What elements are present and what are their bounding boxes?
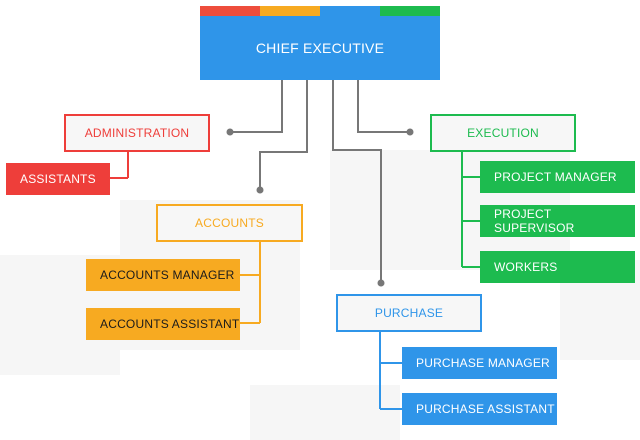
accounts-assistant-node[interactable]: ACCOUNTS ASSISTANT	[86, 308, 240, 340]
connector-executive-execution	[357, 80, 410, 133]
connector-dot-execution	[406, 128, 414, 136]
purchase-label: PURCHASE	[374, 306, 444, 320]
execution-node[interactable]: EXECUTION	[430, 114, 576, 152]
stripe-red	[200, 6, 260, 16]
project-manager-node[interactable]: PROJECT MANAGER	[480, 161, 635, 193]
purchase-manager-node[interactable]: PURCHASE MANAGER	[402, 347, 557, 379]
accounts-node[interactable]: ACCOUNTS	[156, 204, 303, 242]
connector-dot-accounts	[256, 186, 264, 194]
connector-executive-administration	[230, 80, 283, 133]
execution-label: EXECUTION	[467, 126, 539, 140]
workers-label: WORKERS	[494, 260, 558, 274]
purchase-assistant-node[interactable]: PURCHASE ASSISTANT	[402, 393, 557, 425]
chief-executive-color-bar	[200, 6, 440, 16]
connector-dot-administration	[226, 128, 234, 136]
workers-node[interactable]: WORKERS	[480, 251, 635, 283]
project-supervisor-label: PROJECT SUPERVISOR	[494, 207, 575, 235]
accounts-assistant-label: ACCOUNTS ASSISTANT	[100, 317, 240, 331]
accounts-label: ACCOUNTS	[195, 216, 264, 230]
background-block	[250, 385, 400, 440]
administration-label: ADMINISTRATION	[84, 126, 190, 140]
stripe-green	[380, 6, 440, 16]
connector-executive-purchase	[332, 80, 382, 283]
administration-node[interactable]: ADMINISTRATION	[64, 114, 210, 152]
purchase-assistant-label: PURCHASE ASSISTANT	[416, 402, 555, 416]
purchase-node[interactable]: PURCHASE	[336, 294, 482, 332]
project-manager-label: PROJECT MANAGER	[494, 170, 617, 184]
purchase-manager-label: PURCHASE MANAGER	[416, 356, 550, 370]
chief-executive-node[interactable]: CHIEF EXECUTIVE	[200, 6, 440, 80]
chief-executive-label: CHIEF EXECUTIVE	[255, 40, 385, 56]
stripe-yellow	[260, 6, 320, 16]
accounts-manager-label: ACCOUNTS MANAGER	[100, 268, 235, 282]
stripe-blue	[320, 6, 380, 16]
assistants-node[interactable]: ASSISTANTS	[6, 163, 110, 195]
accounts-manager-node[interactable]: ACCOUNTS MANAGER	[86, 259, 240, 291]
assistants-label: ASSISTANTS	[20, 172, 96, 186]
project-supervisor-node[interactable]: PROJECT SUPERVISOR	[480, 205, 635, 237]
connector-dot-purchase	[377, 279, 385, 287]
connector-executive-accounts	[259, 80, 308, 190]
